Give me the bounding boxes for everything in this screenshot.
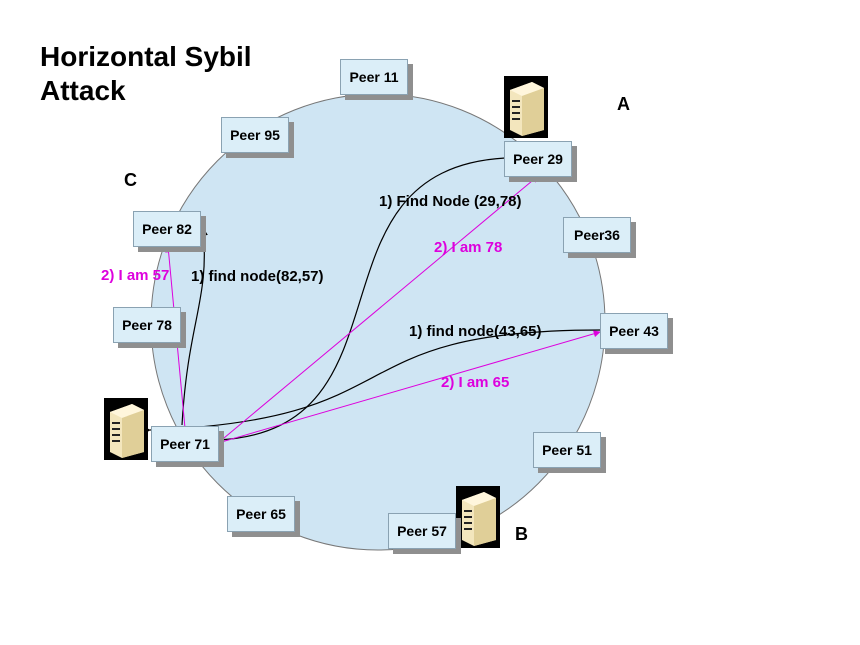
peer-36: Peer36 <box>563 217 631 253</box>
request-curve-29 <box>217 157 506 441</box>
title-line-1: Horizontal Sybil <box>40 41 252 72</box>
peer-78: Peer 78 <box>113 307 181 343</box>
corner-label-b: B <box>515 524 528 544</box>
peer-43: Peer 43 <box>600 313 668 349</box>
title-line-2: Attack <box>40 75 126 106</box>
peer-95: Peer 95 <box>221 117 289 153</box>
diagram-title: Horizontal Sybil Attack <box>40 40 252 108</box>
message-find-82: 1) find node(82,57) <box>191 268 324 285</box>
message-iam-65: 2) I am 65 <box>441 374 510 391</box>
peer-29: Peer 29 <box>504 141 572 177</box>
server-icon-b <box>456 486 500 548</box>
response-arrow-65 <box>217 330 601 444</box>
peer-71: Peer 71 <box>151 426 219 462</box>
corner-label-c: C <box>124 170 137 190</box>
server-icon-a <box>504 76 548 138</box>
peer-65: Peer 65 <box>227 496 295 532</box>
peer-82: Peer 82 <box>133 211 201 247</box>
message-iam-57: 2) I am 57 <box>101 267 170 284</box>
corner-label-a: A <box>617 94 630 114</box>
server-icon-c <box>104 398 148 460</box>
message-find-29: 1) Find Node (29,78) <box>379 193 522 210</box>
message-find-43: 1) find node(43,65) <box>409 323 542 340</box>
peer-57: Peer 57 <box>388 513 456 549</box>
response-arrow-78 <box>217 175 539 444</box>
peer-51: Peer 51 <box>533 432 601 468</box>
request-curve-82 <box>181 227 208 426</box>
peer-11: Peer 11 <box>340 59 408 95</box>
message-iam-78: 2) I am 78 <box>434 239 503 256</box>
